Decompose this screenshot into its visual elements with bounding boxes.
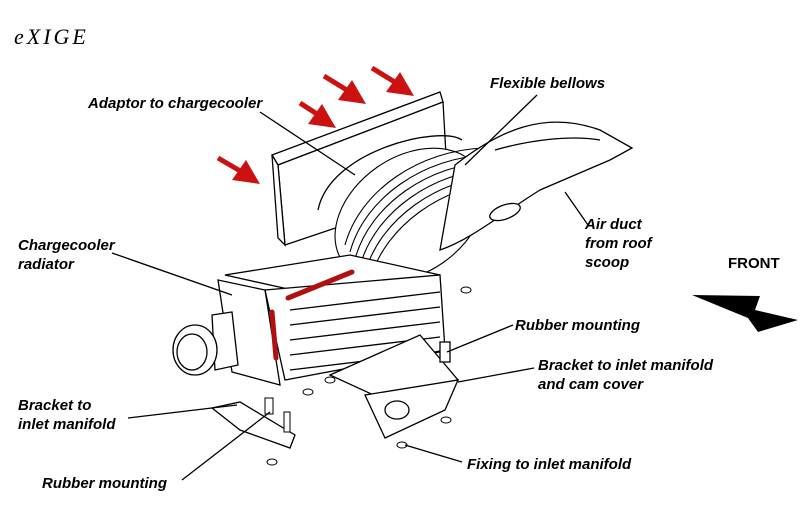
label-rubber-mounting-left: Rubber mounting [42,475,167,492]
airflow-arrows [216,65,414,184]
label-adaptor: Adaptor to chargecooler [88,95,263,112]
label-chargecooler: Chargecooler radiator [18,236,115,274]
label-bracket-inlet-line-2: inlet manifold [18,416,116,433]
label-bellows: Flexible bellows [490,75,606,92]
label-chargecooler-line-1: Chargecooler [18,237,115,254]
front-arrow [692,295,798,332]
label-chargecooler-line-2: radiator [18,256,74,273]
label-fixing: Fixing to inlet manifold [467,456,632,473]
label-air-duct-line-1: Air duct [585,216,642,233]
label-bracket-inlet-cam-line-1: Bracket to inlet manifold [538,357,714,374]
cam-cover-bracket [328,334,460,439]
label-rubber-mounting-right: Rubber mounting [515,317,640,334]
label-bracket-inlet-cam: Bracket to inlet manifold and cam cover [538,356,713,394]
label-air-duct-line-3: scoop [585,254,630,271]
label-air-duct: Air duct from roof scoop [585,215,652,272]
label-bracket-inlet: Bracket to inlet manifold [18,396,116,434]
exige-logo: eXIGE [14,24,89,49]
label-front: FRONT [728,255,780,272]
label-air-duct-line-2: from roof [585,235,652,252]
adaptor-plate [271,91,463,247]
leader-lines [111,94,589,481]
fasteners [264,286,472,466]
air-duct [439,121,634,251]
label-bracket-inlet-cam-line-2: and cam cover [538,376,644,393]
label-bracket-inlet-line-1: Bracket to [18,397,92,414]
highlight-marks [269,269,355,361]
